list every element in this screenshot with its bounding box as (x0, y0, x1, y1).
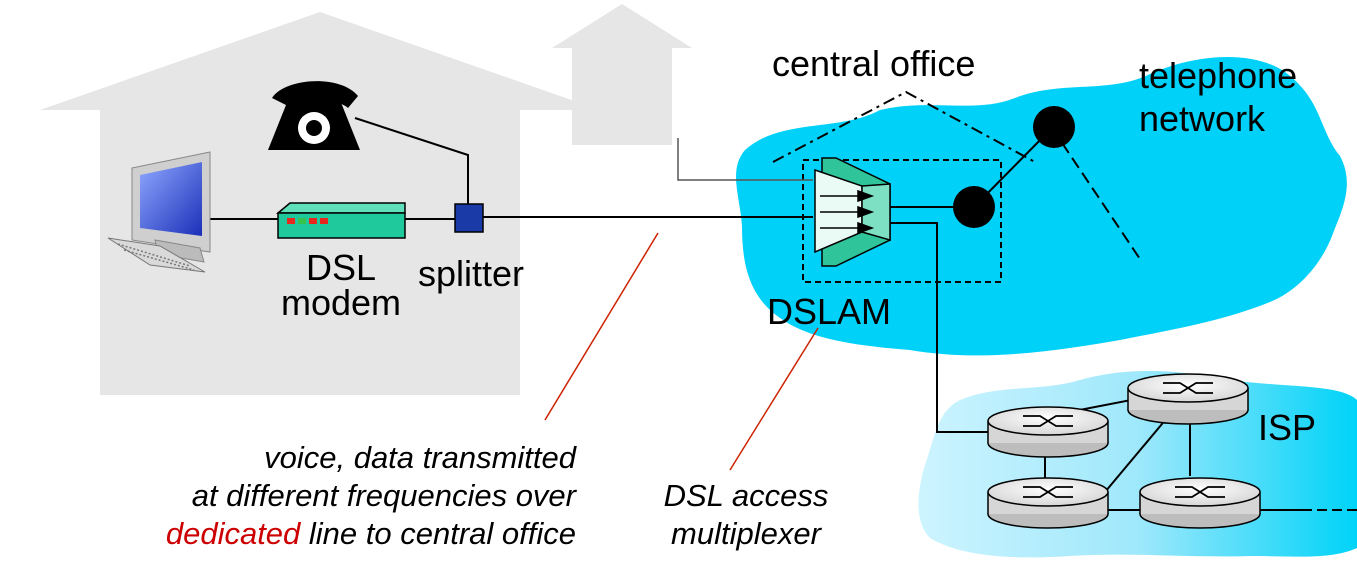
telephone-network-label-1: telephone (1139, 55, 1297, 96)
dslam-annotation-pointer (729, 327, 819, 471)
dedicated-highlight: dedicated (166, 516, 302, 551)
neighbor-line (677, 138, 813, 181)
central-office-label: central office (772, 43, 975, 84)
dsl-modem-icon (275, 202, 406, 239)
line-annotation-2: at different frequencies over (192, 478, 578, 513)
dsl-modem-label-1: DSL (306, 247, 376, 288)
computer-icon (107, 151, 211, 273)
line-annotation-pointer (544, 232, 659, 421)
dslam-annotation-2: multiplexer (671, 516, 823, 551)
phone-splitter-cable (354, 117, 469, 204)
line-annotation-1: voice, data transmitted (264, 440, 578, 475)
line-annotation-3-rest: line to central office (300, 516, 576, 551)
router-icon (987, 406, 1109, 458)
dslam-isp-cable (890, 222, 990, 433)
line-annotation-3: dedicated line to central office (166, 516, 576, 551)
dslam-annotation-1: DSL access (664, 478, 829, 513)
network-dashed-line (1051, 127, 1143, 263)
router-icon (1139, 477, 1261, 529)
central-office-roof (772, 90, 1036, 163)
central-office-switch (953, 186, 995, 228)
telephone-icon (268, 81, 360, 150)
neighbor-house (552, 4, 692, 145)
dsl-modem-label-2: modem (281, 282, 401, 323)
telephone-network-cloud (736, 57, 1347, 356)
router-icon (1127, 373, 1249, 425)
telephone-network-switch (1033, 106, 1075, 148)
router-icon (987, 477, 1109, 529)
splitter-label: splitter (418, 253, 524, 294)
splitter-icon (454, 203, 484, 233)
dslam-icon (814, 157, 891, 267)
isp-label: ISP (1258, 407, 1316, 448)
dslam-label: DSLAM (767, 291, 891, 332)
telephone-network-label-2: network (1139, 98, 1266, 139)
